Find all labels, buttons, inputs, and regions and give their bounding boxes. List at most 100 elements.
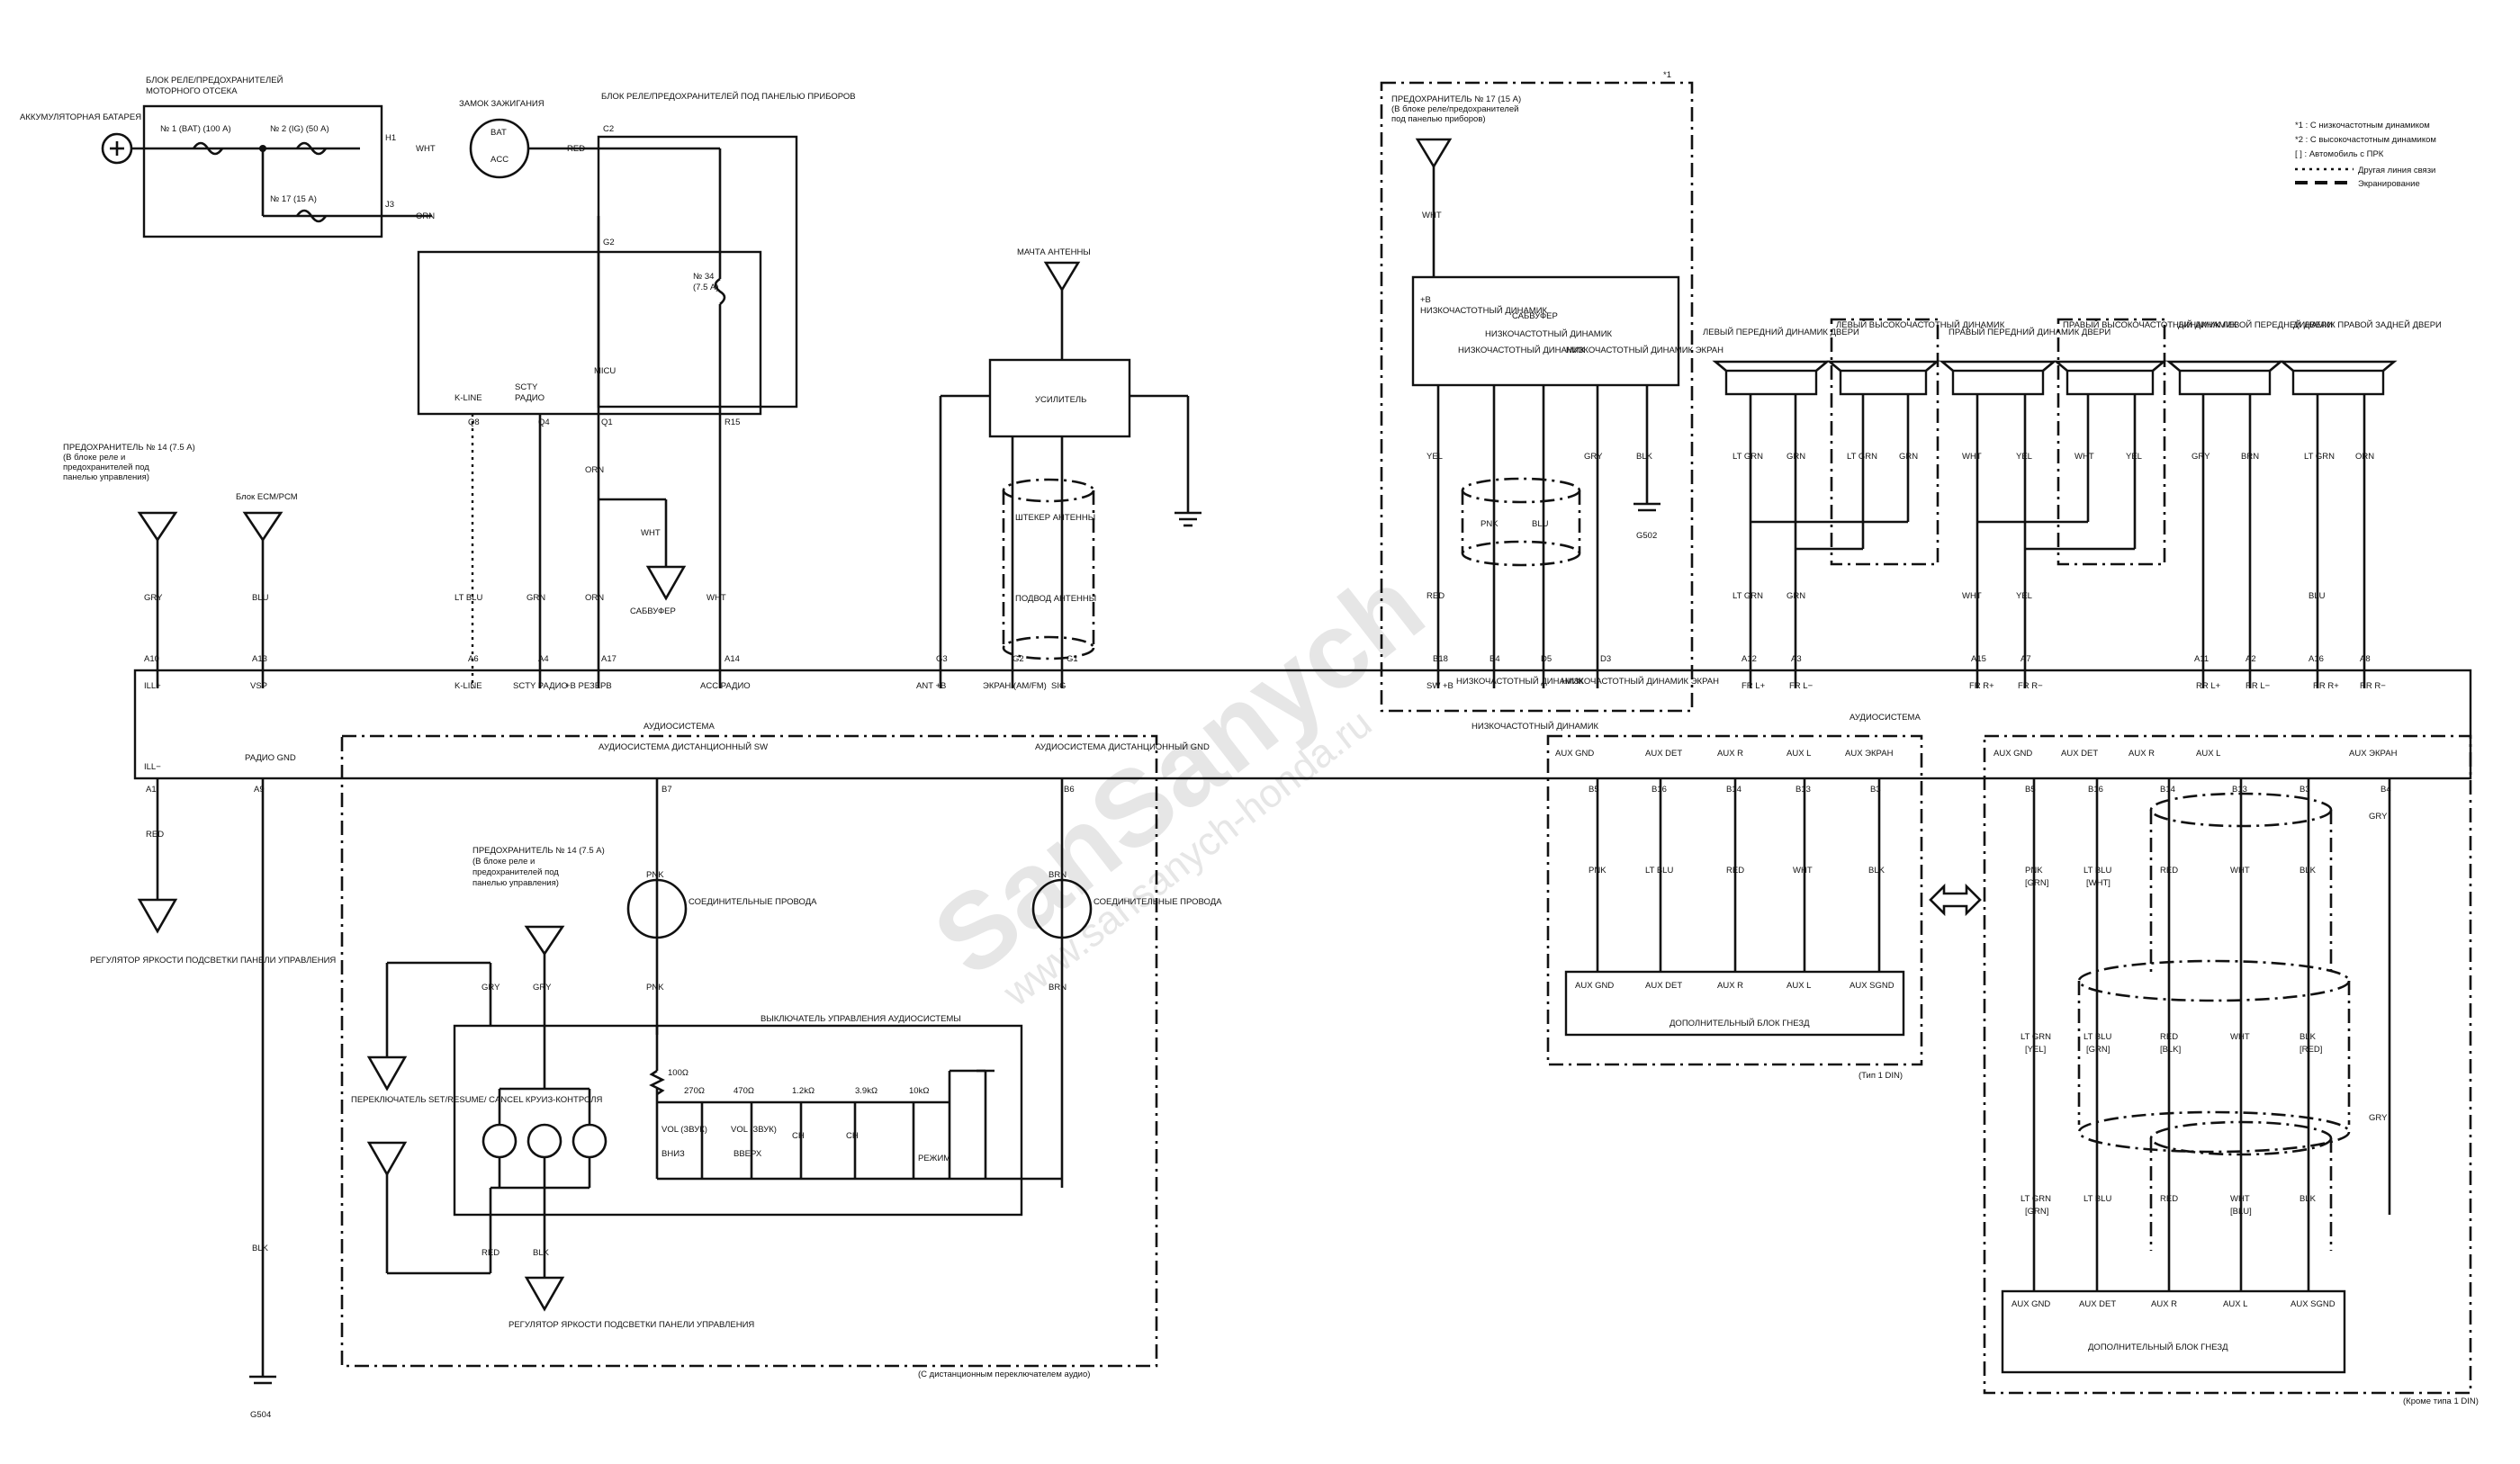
- svg-text:AUX GND: AUX GND: [1994, 749, 2032, 759]
- svg-text:GRY: GRY: [2192, 452, 2210, 462]
- svg-text:AUX SGND: AUX SGND: [2290, 1299, 2336, 1309]
- watermark: SanSanych: [913, 546, 1445, 1000]
- head-unit: [133, 669, 2472, 780]
- svg-text:YEL: YEL: [1426, 452, 1443, 462]
- cruise-switch-label: ПЕРЕКЛЮЧАТЕЛЬ SET/RESUME/ CANCEL КРУИЗ-К…: [351, 1095, 602, 1105]
- svg-text:(В блоке реле и: (В блоке реле и: [472, 857, 535, 867]
- antenna-plug-label: ШТЕКЕР АНТЕННЫ: [1015, 513, 1095, 523]
- svg-text:VOL (ЗВУК): VOL (ЗВУК): [662, 1125, 707, 1135]
- fuse-34-rating: (7.5 А): [693, 283, 719, 292]
- svg-text:RED: RED: [2160, 866, 2178, 876]
- svg-text:G504: G504: [250, 1410, 271, 1420]
- svg-text:BLK: BLK: [533, 1248, 550, 1258]
- svg-text:GRY: GRY: [144, 593, 163, 603]
- audio-control-switch-box: [453, 1024, 1023, 1217]
- svg-text:A8: A8: [2360, 654, 2371, 664]
- connector-right-symbol: [1031, 878, 1093, 939]
- svg-text:панелью управления): панелью управления): [472, 878, 559, 888]
- antenna-mast-symbol: [1043, 261, 1081, 292]
- svg-text:НИЗКОЧАСТОТНЫЙ ДИНАМИК: НИЗКОЧАСТОТНЫЙ ДИНАМИК: [1485, 328, 1613, 339]
- shield-3: [2077, 1110, 2351, 1154]
- svg-text:GRY: GRY: [1584, 452, 1603, 462]
- svg-text:[RED]: [RED]: [2300, 1045, 2322, 1055]
- svg-text:LT GRN: LT GRN: [1732, 591, 1763, 601]
- svg-text:WHT: WHT: [1962, 591, 1982, 601]
- svg-text:РАДИО: РАДИО: [515, 393, 544, 403]
- svg-text:ДИНАМИК ЛЕВОЙ ПЕРЕДНЕЙ ДВЕРИ: ДИНАМИК ЛЕВОЙ ПЕРЕДНЕЙ ДВЕРИ: [2178, 319, 2333, 330]
- svg-text:ORN: ORN: [2355, 452, 2374, 462]
- svg-text:панелью управления): панелью управления): [63, 472, 149, 482]
- amplifier-label: УСИЛИТЕЛЬ: [1035, 395, 1086, 405]
- svg-text:АУДИОСИСТЕМА: АУДИОСИСТЕМА: [1850, 713, 1921, 723]
- audio-control-switch-label: ВЫКЛЮЧАТЕЛЬ УПРАВЛЕНИЯ АУДИОСИСТЕМЫ: [760, 1014, 961, 1024]
- svg-text:A2: A2: [2246, 654, 2256, 664]
- lamp-1-symbol: [482, 1123, 518, 1159]
- antenna-lead-label: ПОДВОД АНТЕННЫ: [1015, 594, 1096, 604]
- svg-text:предохранителей под: предохранителей под: [472, 867, 559, 877]
- svg-text:WHT: WHT: [2074, 452, 2094, 462]
- svg-text:GRN: GRN: [526, 593, 545, 603]
- mode-label: РЕЖИМ: [918, 1154, 950, 1163]
- svg-text:LT GRN: LT GRN: [1847, 452, 1877, 462]
- svg-text:Другая линия связи: Другая линия связи: [2358, 166, 2435, 175]
- svg-text:AUX DET: AUX DET: [1645, 749, 1682, 759]
- svg-text:ДОПОЛНИТЕЛЬНЫЙ БЛОК ГНЕЗД: ДОПОЛНИТЕЛЬНЫЙ БЛОК ГНЕЗД: [2088, 1342, 2228, 1352]
- svg-text:LT BLU: LT BLU: [2084, 1194, 2111, 1204]
- svg-text:СОЕДИНИТЕЛЬНЫЕ ПРОВОДА: СОЕДИНИТЕЛЬНЫЕ ПРОВОДА: [688, 897, 817, 907]
- svg-text:RR L−: RR L−: [2246, 681, 2271, 691]
- connector-left-symbol: [626, 878, 688, 939]
- svg-text:SCTY: SCTY: [515, 382, 538, 392]
- svg-text:AUX DET: AUX DET: [2061, 749, 2098, 759]
- fuse-bat-symbol: [192, 141, 224, 156]
- rf-tweeter-option-frame: [2056, 318, 2166, 566]
- svg-text:ЛЕВЫЙ ВЫСОКОЧАСТОТНЫЙ ДИНАМИК: ЛЕВЫЙ ВЫСОКОЧАСТОТНЫЙ ДИНАМИК: [1836, 319, 2005, 330]
- svg-text:[BLK]: [BLK]: [2160, 1045, 2181, 1055]
- speaker-rr-door: ДИНАМИК ПРАВОЙ ЗАДНЕЙ ДВЕРИ: [2279, 319, 2442, 688]
- svg-text:(В блоке реле и: (В блоке реле и: [63, 453, 125, 463]
- antenna-shield: [1002, 478, 1095, 503]
- svg-text:WHT: WHT: [2230, 866, 2250, 876]
- ecm-label: Блок ECM/PCM: [236, 492, 298, 502]
- svg-text:BLU: BLU: [252, 593, 269, 603]
- svg-text:YEL: YEL: [2016, 452, 2032, 462]
- svg-text:C2: C2: [603, 124, 614, 134]
- svg-text:BLU: BLU: [2308, 591, 2326, 601]
- svg-text:RED: RED: [146, 830, 164, 840]
- svg-text:AUX DET: AUX DET: [1645, 981, 1682, 991]
- svg-text:RED: RED: [1426, 591, 1444, 601]
- svg-text:ANT +B: ANT +B: [916, 681, 946, 691]
- fuse-bat-label: № 1 (BAT) (100 А): [160, 124, 231, 134]
- svg-text:BLK: BLK: [2300, 866, 2317, 876]
- amplifier-box: [988, 358, 1131, 438]
- svg-text:R15: R15: [724, 418, 740, 427]
- remote-note: (С дистанционным переключателем аудио): [918, 1370, 1090, 1379]
- svg-text:YEL: YEL: [2126, 452, 2142, 462]
- svg-text:ORN: ORN: [585, 593, 604, 603]
- audio-system-label: АУДИОСИСТЕМА: [644, 722, 715, 732]
- subwoofer-feed-symbol: [645, 565, 687, 601]
- svg-text:G2: G2: [603, 238, 615, 247]
- svg-text:PNK: PNK: [1480, 519, 1498, 529]
- fuse-17-label: № 17 (15 А): [270, 194, 317, 204]
- svg-text:RED: RED: [1726, 866, 1744, 876]
- speaker-rf-tweeter: ПРАВЫЙ ВЫСОКОЧАСТОТНЫЙ ДИНАМИК: [2053, 319, 2237, 549]
- svg-text:[YEL]: [YEL]: [2025, 1045, 2046, 1055]
- svg-text:LT BLU: LT BLU: [1645, 866, 1673, 876]
- svg-text:K-LINE: K-LINE: [454, 393, 482, 403]
- svg-text:НИЗКОЧАСТОТНЫЙ ДИНАМИК: НИЗКОЧАСТОТНЫЙ ДИНАМИК: [1472, 721, 1599, 732]
- antenna-mast-label: МАЧТА АНТЕННЫ: [1017, 247, 1091, 257]
- svg-text:B5: B5: [2025, 785, 2036, 795]
- svg-text:PNK: PNK: [646, 983, 664, 992]
- micu-box: [417, 250, 762, 416]
- svg-text:RED: RED: [2160, 1032, 2178, 1042]
- fuse17-source-symbol: [1415, 138, 1453, 169]
- dimmer-left-label: РЕГУЛЯТОР ЯРКОСТИ ПОДСВЕТКИ ПАНЕЛИ УПРАВ…: [90, 956, 336, 966]
- svg-text:B6: B6: [1064, 785, 1075, 795]
- svg-text:LT GRN: LT GRN: [2020, 1194, 2051, 1204]
- fuse-ig-symbol: [295, 141, 328, 156]
- dimmer-bottom-label: РЕГУЛЯТОР ЯРКОСТИ ПОДСВЕТКИ ПАНЕЛИ УПРАВ…: [508, 1320, 754, 1330]
- svg-text:PNK: PNK: [646, 870, 664, 880]
- battery-label: АККУМУЛЯТОРНАЯ БАТАРЕЯ: [20, 112, 141, 122]
- svg-text:САБВУФЕР: САБВУФЕР: [1512, 311, 1558, 321]
- svg-text:A12: A12: [1742, 654, 1757, 664]
